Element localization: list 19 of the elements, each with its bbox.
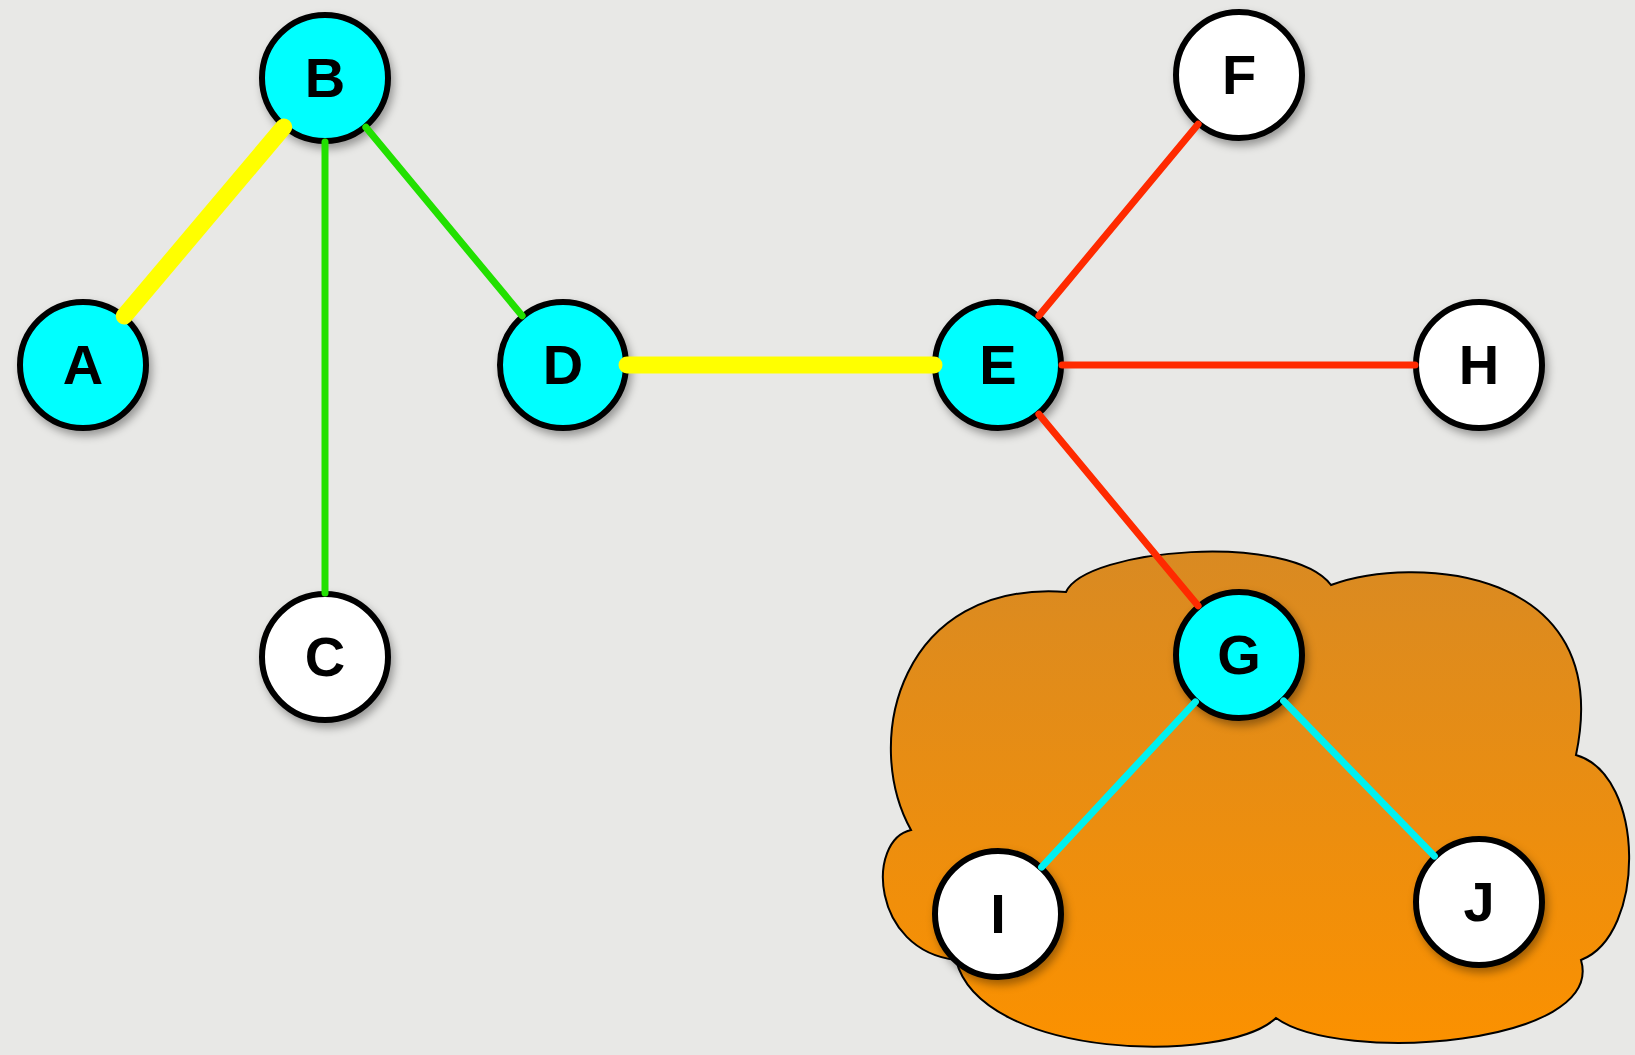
node-letter: A (62, 337, 104, 393)
connector-line (618, 356, 943, 374)
connector-line (115, 118, 293, 325)
connector-line (1035, 120, 1202, 320)
connector-line (321, 138, 329, 597)
connector-line (362, 123, 526, 320)
connector-line (1038, 698, 1199, 871)
node-letter: B (304, 50, 346, 106)
node-letter: H (1458, 337, 1500, 393)
node-letter: G (1217, 627, 1261, 683)
node-letter: C (304, 629, 346, 685)
node-letter: D (542, 337, 584, 393)
connector-line (1035, 410, 1202, 610)
connector-line (1280, 697, 1438, 860)
node-letter: I (990, 886, 1006, 942)
connector-line (1058, 361, 1419, 369)
node-letter: F (1221, 47, 1257, 103)
node-letter: J (1463, 874, 1495, 930)
node-letter: E (979, 337, 1017, 393)
